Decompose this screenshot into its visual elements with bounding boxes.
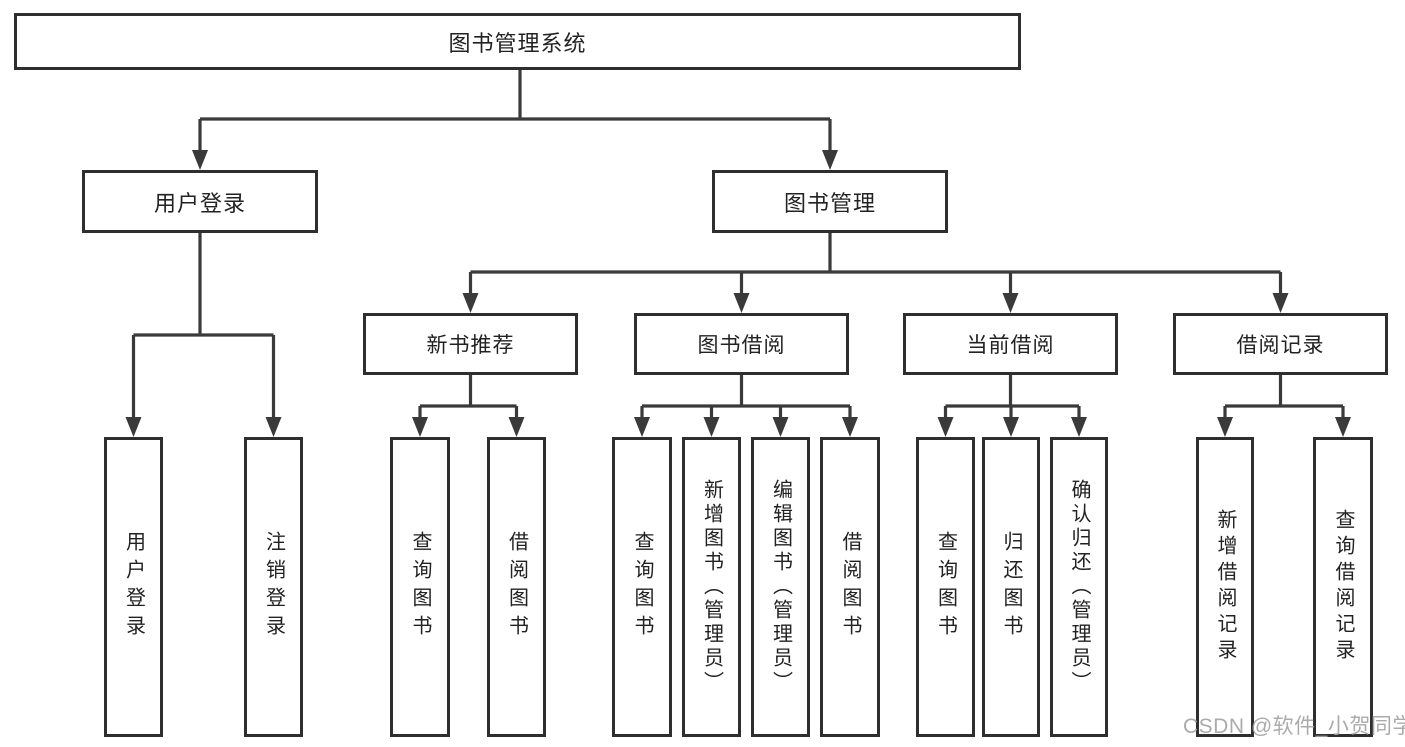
- leaf-bb-edit-books-admin: 编辑图书（管理员）: [751, 437, 810, 737]
- leaf-cb-query-books: 查询图书: [916, 437, 975, 737]
- node-current-borrow: 当前借阅: [903, 313, 1118, 375]
- node-user-login: 用户登录: [82, 170, 318, 233]
- connector-new-book-children: [412, 375, 525, 437]
- leaf-nb-query-books: 查询图书: [390, 437, 450, 737]
- leaf-bb-query-books: 查询图书: [612, 437, 672, 737]
- leaf-nb-borrow-books: 借阅图书: [487, 437, 546, 737]
- connector-book-borrow-children: [634, 375, 858, 437]
- connector-borrow-records-children: [1217, 375, 1351, 437]
- node-library-management-system: 图书管理系统: [14, 13, 1021, 70]
- leaf-bb-add-books-admin: 新增图书（管理员）: [682, 437, 741, 737]
- leaf-user-login: 用户登录: [104, 437, 163, 737]
- csdn-watermark: CSDN @软件_小贺同学: [1183, 715, 1405, 738]
- leaf-br-query-borrow-record: 查询借阅记录: [1313, 437, 1373, 737]
- node-book-management: 图书管理: [712, 170, 948, 233]
- leaf-bb-borrow-books: 借阅图书: [820, 437, 880, 737]
- node-book-borrow: 图书借阅: [634, 313, 849, 375]
- leaf-cb-confirm-return-admin: 确认归还（管理员）: [1050, 437, 1108, 737]
- connector-current-borrow-children: [937, 375, 1087, 437]
- leaf-cb-return-books: 归还图书: [982, 437, 1040, 737]
- leaf-logout: 注销登录: [244, 437, 303, 737]
- connector-user-login-children: [125, 233, 282, 437]
- node-new-book-recommend: 新书推荐: [363, 313, 578, 375]
- connector-root-to-level2: [192, 70, 838, 170]
- connector-book-management-level3: [462, 233, 1289, 313]
- node-borrow-records: 借阅记录: [1173, 313, 1388, 375]
- leaf-br-add-borrow-record: 新增借阅记录: [1196, 437, 1254, 737]
